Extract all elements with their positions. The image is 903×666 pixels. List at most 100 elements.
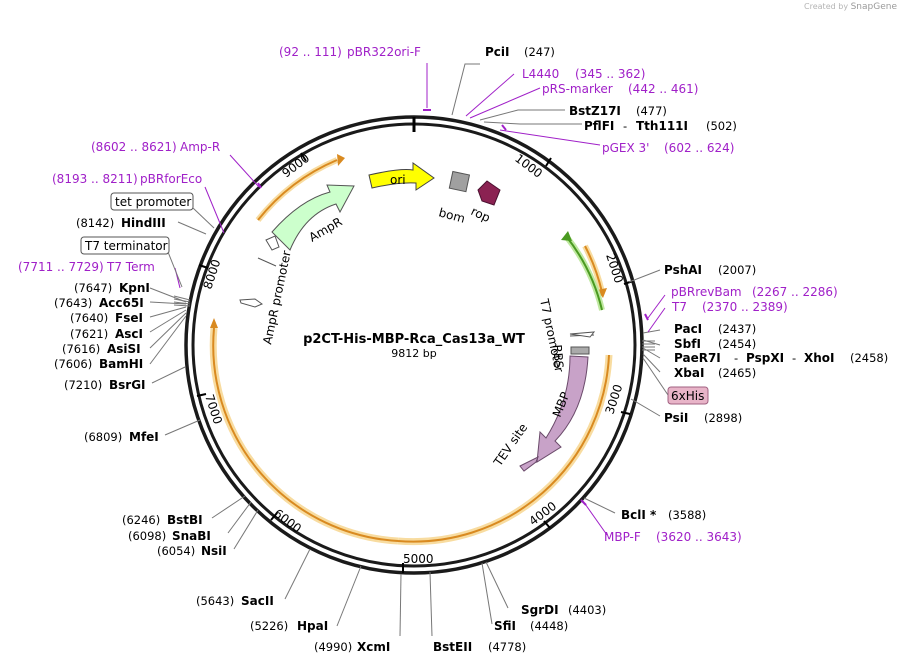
- primer-label: pBRrevBam (2267 .. 2286): [671, 285, 838, 299]
- svg-text:(2898): (2898): [704, 411, 742, 425]
- primer-label: (8602 .. 8621) Amp-R: [91, 140, 220, 154]
- svg-text:(4990): (4990): [314, 640, 352, 654]
- svg-text:(8602 .. 8621): (8602 .. 8621): [91, 140, 177, 154]
- enzyme-leaders-right: [429, 63, 661, 637]
- tick-1000: [545, 157, 552, 167]
- svg-text:BstZ17I: BstZ17I: [569, 104, 621, 118]
- svg-text:(7606): (7606): [54, 357, 92, 371]
- svg-text:SbfI: SbfI: [674, 337, 701, 351]
- svg-text:(247): (247): [524, 45, 555, 59]
- enzyme-label: PaeR7I - PspXI - XhoI (2458): [674, 351, 888, 365]
- svg-text:(7210): (7210): [64, 378, 102, 392]
- svg-text:AscI: AscI: [115, 327, 143, 341]
- ori-feature: [368, 162, 435, 191]
- svg-text:(5226): (5226): [250, 619, 288, 633]
- enzyme-label: PsiI (2898): [664, 411, 742, 425]
- svg-text:(4403): (4403): [568, 603, 606, 617]
- svg-text:FseI: FseI: [115, 311, 143, 325]
- snapgene-credit: Created by SnapGene: [804, 2, 897, 12]
- primer-leaders: [174, 63, 666, 536]
- ampr-promoter-feature: [265, 235, 280, 251]
- svg-text:T7 Term: T7 Term: [106, 260, 155, 274]
- svg-text:(7711 .. 7729): (7711 .. 7729): [18, 260, 104, 274]
- primer-label: MBP-F (3620 .. 3643): [604, 530, 742, 544]
- tick-label-8000: 8000: [201, 258, 224, 291]
- svg-text:(345 .. 362): (345 .. 362): [575, 67, 645, 81]
- svg-text:PaeR7I: PaeR7I: [674, 351, 721, 365]
- enzyme-label: SfiI (4448): [494, 619, 568, 633]
- svg-text:pRS-marker: pRS-marker: [542, 82, 613, 96]
- svg-text:AsiSI: AsiSI: [107, 342, 141, 356]
- arc-green-feature-line: [565, 235, 603, 311]
- svg-text:PflFI: PflFI: [584, 119, 614, 133]
- enzyme-label: (5226) HpaI: [250, 619, 328, 633]
- svg-text:Tth111I: Tth111I: [636, 119, 688, 133]
- svg-text:(602 .. 624): (602 .. 624): [664, 141, 734, 155]
- svg-text:(2458): (2458): [850, 351, 888, 365]
- svg-text:SnaBI: SnaBI: [172, 529, 211, 543]
- svg-text:(6098): (6098): [128, 529, 166, 543]
- svg-text:-: -: [792, 351, 796, 365]
- ampr-promoter-arrow: [239, 298, 264, 308]
- primer-label: L4440 (345 .. 362): [522, 67, 645, 81]
- mcs-marks-left: [173, 295, 191, 307]
- svg-text:(92 .. 111): (92 .. 111): [279, 45, 342, 59]
- svg-text:(2437): (2437): [718, 322, 756, 336]
- arc-feature-9000-head: [337, 154, 345, 166]
- enzyme-label: (7643) Acc65I: [54, 296, 144, 310]
- enzyme-label: (7647) KpnI: [74, 281, 150, 295]
- svg-text:(8193 .. 8211): (8193 .. 8211): [52, 172, 138, 186]
- arc-green-feature-head: [561, 231, 572, 241]
- svg-text:MfeI: MfeI: [129, 430, 159, 444]
- svg-text:XcmI: XcmI: [357, 640, 390, 654]
- primer-label: (92 .. 111) pBR322ori-F: [279, 45, 421, 59]
- svg-text:(6246): (6246): [122, 513, 160, 527]
- ori-label: ori: [390, 173, 406, 187]
- svg-text:Acc65I: Acc65I: [99, 296, 144, 310]
- svg-text:(442 .. 461): (442 .. 461): [628, 82, 698, 96]
- svg-text:(7616): (7616): [62, 342, 100, 356]
- enzyme-label: (7621) AscI: [70, 327, 143, 341]
- t7-terminator-box: T7 terminator: [80, 236, 170, 255]
- tev-site-feature: [519, 455, 539, 472]
- svg-text:PacI: PacI: [674, 322, 702, 336]
- svg-text:SgrDI: SgrDI: [521, 603, 559, 617]
- tick-8000: [198, 264, 209, 269]
- tick-6000: [270, 512, 278, 521]
- svg-text:(4448): (4448): [530, 619, 568, 633]
- svg-text:(7647): (7647): [74, 281, 112, 295]
- svg-text:(2370 .. 2389): (2370 .. 2389): [702, 300, 788, 314]
- enzyme-label: BstZ17I (477): [569, 104, 667, 118]
- primer-label: T7 (2370 .. 2389): [671, 300, 788, 314]
- svg-text:pGEX 3': pGEX 3': [602, 141, 649, 155]
- svg-text:-: -: [623, 119, 627, 133]
- t7-terminator-leader: [167, 251, 183, 288]
- enzyme-label: (7210) BsrGI: [64, 378, 146, 392]
- svg-text:(7643): (7643): [54, 296, 92, 310]
- svg-text:BamHI: BamHI: [99, 357, 143, 371]
- svg-text:MBP-F: MBP-F: [604, 530, 641, 544]
- mcs-marks-right: [642, 340, 655, 351]
- rbs-feature: [570, 346, 590, 355]
- svg-text:BstEII: BstEII: [433, 640, 472, 654]
- enzyme-leaders-left: [149, 221, 402, 637]
- t7-promoter-arrow: [569, 331, 596, 338]
- arc-feature-2000-head: [597, 288, 607, 298]
- svg-text:SacII: SacII: [241, 594, 274, 608]
- mbp-feature: [536, 355, 589, 463]
- enzyme-label: (6054) NsiI: [157, 544, 227, 558]
- enzyme-label: (4990) XcmI: [314, 640, 390, 654]
- bom-label: bom: [437, 205, 466, 225]
- tet-promoter-leader: [192, 207, 215, 229]
- his-tag-label: 6xHis: [671, 389, 704, 403]
- svg-text:(4778): (4778): [488, 640, 526, 654]
- svg-text:PspXI: PspXI: [746, 351, 784, 365]
- svg-text:(2465): (2465): [718, 366, 756, 380]
- enzyme-label: (6246) BstBI: [122, 513, 203, 527]
- rop-label: rop: [469, 204, 493, 225]
- svg-text:XhoI: XhoI: [804, 351, 835, 365]
- svg-text:(5643): (5643): [196, 594, 234, 608]
- enzyme-label: PacI (2437): [674, 322, 756, 336]
- enzyme-label: (5643) SacII: [196, 594, 274, 608]
